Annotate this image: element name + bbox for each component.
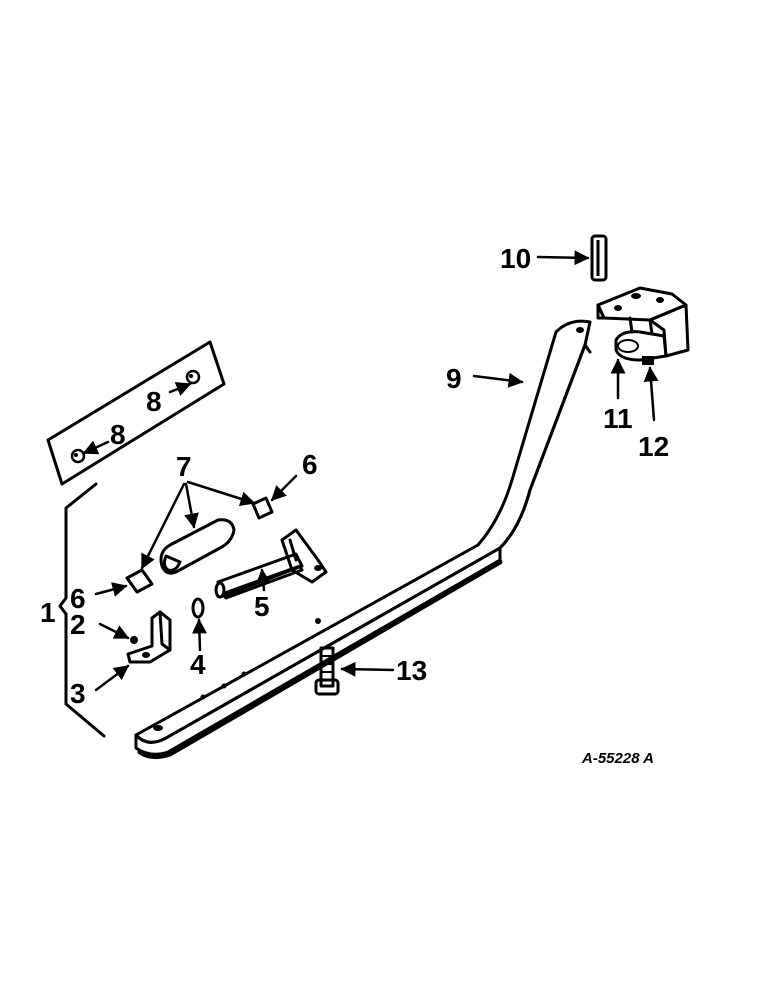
handle-part-7	[159, 518, 236, 575]
bolt-part-13	[314, 646, 340, 696]
bracket-part-3	[126, 610, 172, 664]
callout-4: 4	[190, 649, 206, 680]
key-part-12	[642, 356, 654, 365]
nut-part-2	[130, 636, 138, 644]
drawing-number: A-55228 A	[581, 750, 654, 767]
callout-6-upper: 6	[302, 449, 318, 480]
callout-7: 7	[176, 451, 192, 482]
callout-13: 13	[396, 655, 427, 686]
callout-6-lower: 6	[70, 583, 86, 614]
callout-5: 5	[254, 591, 270, 622]
callout-8-upper: 8	[146, 386, 162, 417]
cap-part-6-lower	[125, 568, 154, 594]
callout-8-lower: 8	[110, 419, 126, 450]
callout-3: 3	[70, 678, 86, 709]
cap-part-6-upper	[251, 496, 274, 520]
callout-12: 12	[638, 431, 669, 462]
drawbar-part-9	[134, 319, 592, 760]
callout-2: 2	[70, 609, 86, 640]
callout-9: 9	[446, 363, 462, 394]
clevis-part-11	[596, 286, 690, 362]
callout-1: 1	[40, 597, 56, 628]
pivot-pin-part-5	[214, 528, 328, 600]
kit-box-part-8	[46, 340, 226, 486]
group-bracket-1	[58, 482, 106, 738]
callout-10: 10	[500, 243, 531, 274]
pin-part-10	[590, 234, 608, 282]
callout-11: 11	[603, 403, 633, 434]
leader-lines	[82, 250, 659, 692]
ring-part-4	[191, 597, 205, 619]
